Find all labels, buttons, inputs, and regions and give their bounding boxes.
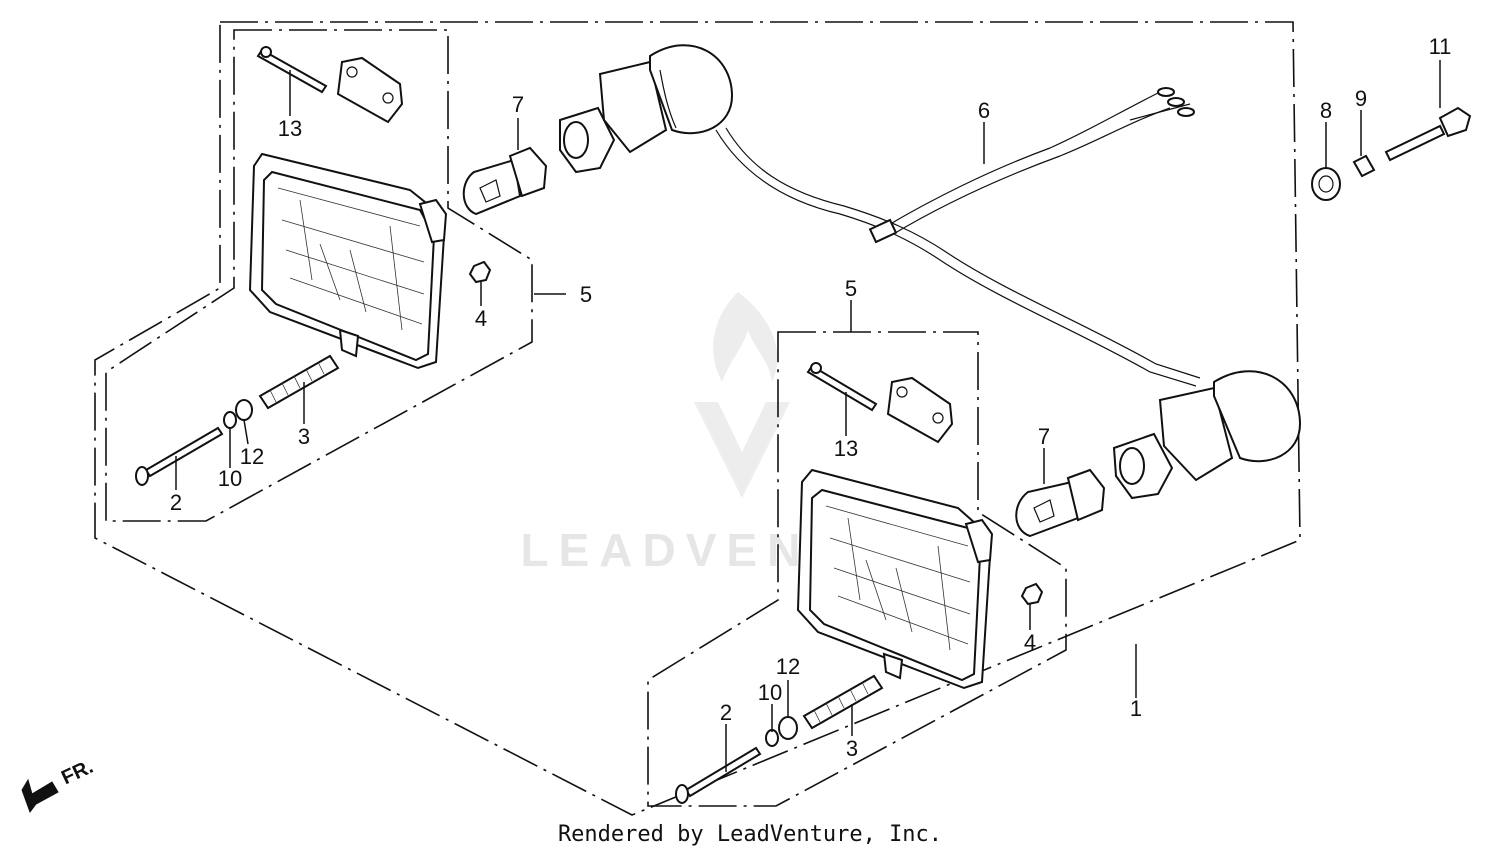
callout-nut-right: 4 <box>1024 630 1036 655</box>
callout-spring-left: 3 <box>298 424 310 449</box>
callout-plate-right: 12 <box>776 654 800 679</box>
callout-screw-right: 2 <box>720 700 732 725</box>
callout-headlight-left: 5 <box>580 282 592 307</box>
callout-numbers: 13 7 4 5 3 12 10 2 6 8 9 11 5 13 7 4 1 3… <box>170 34 1452 761</box>
callout-bolt: 11 <box>1429 34 1452 59</box>
spring-right <box>802 674 884 730</box>
clip-right <box>806 362 878 412</box>
nut-right <box>1020 582 1044 606</box>
screw-left <box>135 426 224 486</box>
callout-headlight-right: 5 <box>845 276 857 301</box>
grommet <box>1311 167 1341 201</box>
callout-collar: 9 <box>1355 86 1367 111</box>
bolt <box>1384 106 1472 162</box>
bulb-right <box>1015 468 1106 538</box>
callout-nut-left: 4 <box>475 306 487 331</box>
callout-grommet: 8 <box>1320 98 1332 123</box>
mount-plate-left <box>336 56 404 124</box>
screw-right <box>675 746 762 804</box>
mount-plate-right <box>886 376 954 444</box>
washer-right <box>765 729 779 747</box>
callout-bulb-left: 7 <box>512 92 524 117</box>
callout-bulb-right: 7 <box>1038 424 1050 449</box>
plate-washer-left <box>235 399 253 421</box>
socket-left <box>559 44 734 174</box>
callout-plate-left: 12 <box>240 444 264 469</box>
leader-lines <box>175 60 1441 772</box>
footer-credit: Rendered by LeadVenture, Inc. <box>557 822 943 847</box>
callout-screw-left: 2 <box>170 490 182 515</box>
callout-clip-right: 13 <box>834 436 858 461</box>
callout-spring-right: 3 <box>846 736 858 761</box>
plate-washer-right <box>778 716 798 740</box>
callout-clip-left: 13 <box>278 116 302 141</box>
clip-left <box>256 46 328 94</box>
callout-washer-right: 10 <box>758 680 782 705</box>
left-headlight-frame <box>105 29 533 522</box>
callout-harness: 6 <box>978 98 990 123</box>
bulb-left <box>462 146 548 216</box>
collar <box>1352 154 1376 178</box>
right-headlight-frame <box>647 331 1067 807</box>
headlight-left <box>248 152 448 370</box>
assembly-frame <box>94 21 1301 816</box>
spring-left <box>258 354 340 410</box>
washer-left <box>223 411 237 429</box>
callout-assembly: 1 <box>1130 696 1142 721</box>
wire-harness <box>715 87 1201 387</box>
direction-label: FR. <box>58 756 96 790</box>
callout-washer-left: 10 <box>218 466 242 491</box>
front-direction-arrow: FR. <box>21 756 97 814</box>
headlight-right <box>796 468 994 690</box>
socket-right <box>1112 370 1302 500</box>
nut-left <box>468 260 492 284</box>
